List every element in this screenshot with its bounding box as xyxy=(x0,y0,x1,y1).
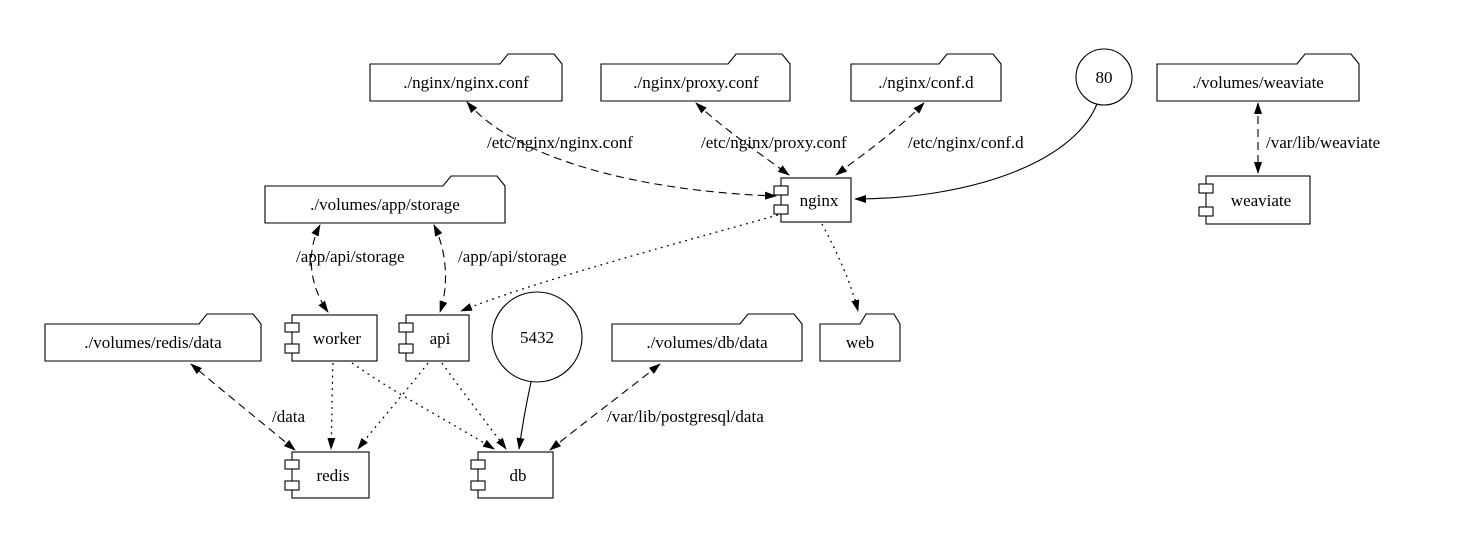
node-label: web xyxy=(846,333,874,352)
component-tab-icon xyxy=(398,322,414,333)
component-tab-icon xyxy=(470,459,486,470)
node-label: nginx xyxy=(800,191,839,210)
edge-nginx-confd-mount xyxy=(835,102,925,176)
node-redis-service: redis xyxy=(284,451,370,499)
node-db-service: db xyxy=(470,451,554,499)
edge-api-depends-db xyxy=(441,362,507,450)
folder-shape xyxy=(850,53,1002,102)
node-api-service: api xyxy=(398,314,470,362)
node-label: ./nginx/conf.d xyxy=(878,73,974,92)
node-port-80: 80 xyxy=(1075,48,1133,106)
node-label: ./nginx/proxy.conf xyxy=(633,73,759,92)
node-layer: ./nginx/nginx.conf ./nginx/proxy.conf ./… xyxy=(44,48,1360,499)
edge-nginx-nginxconf-mount xyxy=(466,101,777,200)
port-circle xyxy=(1075,48,1133,106)
edge-storage-api-mount xyxy=(433,224,448,313)
component-body xyxy=(477,451,554,499)
folder-shape xyxy=(819,313,901,362)
node-label: redis xyxy=(316,466,349,485)
component-tab-icon xyxy=(284,343,300,354)
edge-label-weaviate-path: /var/lib/weaviate xyxy=(1266,133,1380,152)
node-volumes-redis-data: ./volumes/redis/data xyxy=(44,313,262,362)
folder-shape xyxy=(369,53,563,102)
component-tab-icon xyxy=(1198,183,1214,194)
component-body xyxy=(405,314,470,362)
edge-nginx-depends-api xyxy=(460,214,779,312)
edge-label-db-data-path: /var/lib/postgresql/data xyxy=(607,407,764,426)
edge-db-volume-mount xyxy=(549,363,661,451)
node-volumes-db-data: ./volumes/db/data xyxy=(611,313,803,362)
node-label: api xyxy=(430,329,451,348)
edge-nginx-proxyconf-mount xyxy=(695,102,790,176)
folder-shape xyxy=(600,53,791,102)
node-label: ./volumes/app/storage xyxy=(310,195,460,214)
node-volumes-app-storage: ./volumes/app/storage xyxy=(264,175,506,224)
edge-label-layer: /etc/nginx/nginx.conf /etc/nginx/proxy.c… xyxy=(272,133,1380,426)
node-label: ./nginx/nginx.conf xyxy=(403,73,529,92)
component-body xyxy=(780,177,852,223)
node-label: db xyxy=(510,466,527,485)
edge-label-proxy-conf-path: /etc/nginx/proxy.conf xyxy=(701,133,847,152)
node-port-5432: 5432 xyxy=(491,291,583,383)
node-label: 80 xyxy=(1096,68,1113,87)
component-tab-icon xyxy=(773,185,789,196)
node-nginx-conf-d-dir: ./nginx/conf.d xyxy=(850,53,1002,102)
edge-worker-depends-redis xyxy=(327,362,336,450)
node-label: 5432 xyxy=(520,328,554,347)
component-tab-icon xyxy=(284,459,300,470)
component-body xyxy=(1205,175,1311,225)
edge-label-storage-worker-path: /app/api/storage xyxy=(296,247,405,266)
edge-label-storage-api-path: /app/api/storage xyxy=(458,247,567,266)
node-label: ./volumes/redis/data xyxy=(84,333,222,352)
node-web: web xyxy=(819,313,901,362)
node-label: ./volumes/db/data xyxy=(646,333,768,352)
folder-shape xyxy=(44,313,262,362)
component-tab-icon xyxy=(773,204,789,215)
edge-worker-depends-db xyxy=(351,362,495,450)
node-volumes-weaviate: ./volumes/weaviate xyxy=(1156,53,1360,102)
edge-label-nginx-conf-path: /etc/nginx/nginx.conf xyxy=(487,133,633,152)
node-nginx-service: nginx xyxy=(773,177,852,223)
node-nginx-conf-file: ./nginx/nginx.conf xyxy=(369,53,563,102)
node-label: ./volumes/weaviate xyxy=(1192,73,1324,92)
edge-storage-worker-mount xyxy=(310,224,329,313)
node-label: weaviate xyxy=(1231,191,1291,210)
node-nginx-proxy-conf-file: ./nginx/proxy.conf xyxy=(600,53,791,102)
component-tab-icon xyxy=(1198,206,1214,217)
component-tab-icon xyxy=(470,480,486,491)
edge-redis-volume-mount xyxy=(190,363,296,451)
edge-label-redis-data-path: /data xyxy=(272,407,305,426)
port-circle xyxy=(491,291,583,383)
node-worker-service: worker xyxy=(284,314,378,362)
edge-port5432-db xyxy=(516,381,532,450)
component-body xyxy=(291,314,378,362)
component-tab-icon xyxy=(284,480,300,491)
folder-shape xyxy=(264,175,506,224)
edge-layer xyxy=(190,101,1262,451)
node-weaviate-service: weaviate xyxy=(1198,175,1311,225)
edge-nginx-depends-web xyxy=(821,223,860,312)
component-tab-icon xyxy=(284,322,300,333)
folder-shape xyxy=(611,313,803,362)
component-tab-icon xyxy=(398,343,414,354)
component-body xyxy=(291,451,370,499)
edge-label-conf-d-path: /etc/nginx/conf.d xyxy=(908,133,1024,152)
node-label: worker xyxy=(313,329,361,348)
folder-shape xyxy=(1156,53,1360,102)
edge-port80-nginx xyxy=(854,103,1098,203)
edge-api-depends-redis xyxy=(357,362,429,450)
